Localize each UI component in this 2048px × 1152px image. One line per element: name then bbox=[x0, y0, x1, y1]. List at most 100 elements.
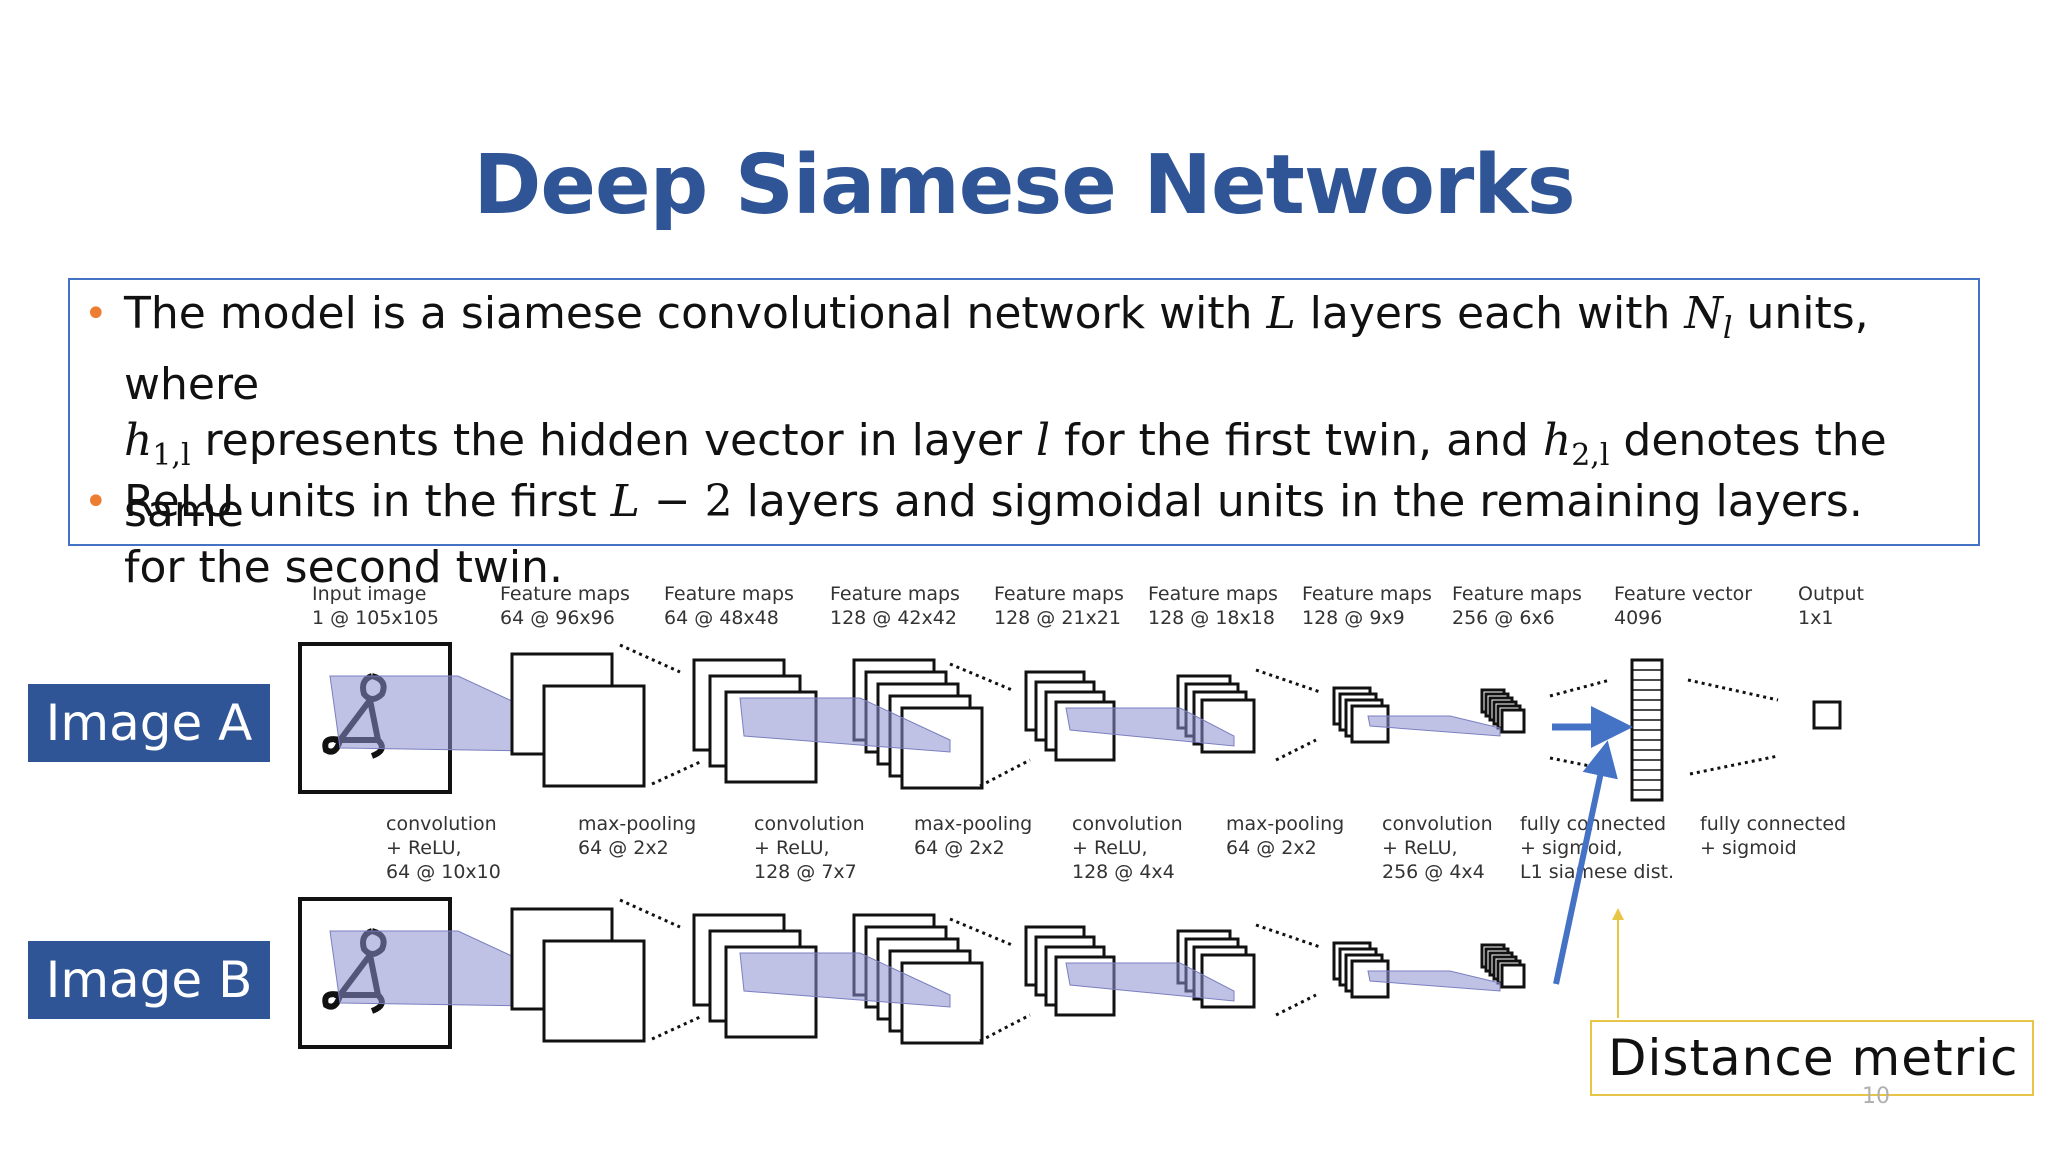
feature-map-6-5 bbox=[1500, 708, 1526, 734]
b1-text-2: layers each with bbox=[1295, 288, 1685, 339]
op-label-2-1: + ReLU, bbox=[754, 837, 830, 859]
dotted-connector-1 bbox=[651, 1015, 701, 1041]
bullet-1: • The model is a siamese convolutional n… bbox=[84, 286, 1964, 596]
top-label-6-0: Feature maps bbox=[1302, 583, 1432, 605]
top-label-7-0: Feature maps bbox=[1452, 583, 1582, 605]
distance-metric-box: Distance metric bbox=[1590, 1020, 2034, 1096]
op-label-8-1: + sigmoid bbox=[1700, 837, 1797, 859]
op-label-5-0: max-pooling bbox=[1226, 813, 1344, 835]
operation-labels: convolution+ ReLU,64 @ 10x10max-pooling6… bbox=[386, 813, 1846, 883]
top-label-0-0: Input image bbox=[312, 583, 426, 605]
op-label-6-1: + ReLU, bbox=[1382, 837, 1458, 859]
feature-map-0-1 bbox=[542, 684, 646, 788]
projection-wedge-2 bbox=[739, 952, 951, 1008]
top-label-5-1: 128 @ 18x18 bbox=[1148, 607, 1275, 629]
op-label-6-0: convolution bbox=[1382, 813, 1493, 835]
dotted-connector-5 bbox=[1275, 738, 1317, 762]
b1-text-4: represents the hidden vector in layer bbox=[190, 414, 1037, 466]
projection-wedge-4 bbox=[1367, 715, 1501, 737]
top-label-6-1: 128 @ 9x9 bbox=[1302, 607, 1405, 629]
top-label-2-0: Feature maps bbox=[664, 583, 794, 605]
feature-map-0-1 bbox=[542, 939, 646, 1043]
projection-wedge-3 bbox=[1065, 707, 1235, 747]
math-h2-sub: 2,l bbox=[1571, 437, 1610, 473]
math-h1: h bbox=[124, 414, 153, 466]
top-label-0-1: 1 @ 105x105 bbox=[312, 607, 439, 629]
op-label-6-2: 256 @ 4x4 bbox=[1382, 861, 1485, 883]
op-label-7-1: + sigmoid, bbox=[1520, 837, 1623, 859]
bullet-2: • ReLU units in the first L − 2 layers a… bbox=[84, 474, 1964, 530]
fc-dotted-connector-3 bbox=[1689, 754, 1779, 776]
b2-text-1: ReLU units in the first bbox=[124, 476, 611, 527]
output-unit bbox=[1812, 700, 1842, 730]
network-b bbox=[298, 897, 1526, 1049]
image-b-label: Image B bbox=[28, 941, 270, 1019]
slide-title: Deep Siamese Networks bbox=[473, 138, 1575, 233]
math-L2: L bbox=[610, 476, 640, 527]
fc-dotted-connector-0 bbox=[1549, 678, 1611, 698]
top-label-3-0: Feature maps bbox=[830, 583, 960, 605]
math-h1-sub: 1,l bbox=[152, 437, 191, 473]
b1-text-5: for the first twin, and bbox=[1050, 414, 1543, 466]
math-N-sub: l bbox=[1722, 310, 1733, 346]
b1-text-1: The model is a siamese convolutional net… bbox=[124, 288, 1267, 339]
math-h2: h bbox=[1542, 414, 1572, 466]
dotted-connector-0 bbox=[619, 898, 681, 929]
top-label-8-0: Feature vector bbox=[1614, 583, 1752, 605]
op-label-0-0: convolution bbox=[386, 813, 497, 835]
math-minus-2: − 2 bbox=[639, 476, 733, 527]
b2-text-2: layers and sigmoidal units in the remain… bbox=[732, 476, 1863, 527]
feature-map-6-5 bbox=[1500, 963, 1526, 989]
top-label-4-0: Feature maps bbox=[994, 583, 1124, 605]
op-label-8-0: fully connected bbox=[1700, 813, 1846, 835]
op-label-4-0: convolution bbox=[1072, 813, 1183, 835]
dotted-connector-4 bbox=[1255, 668, 1321, 694]
op-label-3-1: 64 @ 2x2 bbox=[914, 837, 1005, 859]
dotted-connector-2 bbox=[949, 917, 1013, 947]
math-l: l bbox=[1036, 414, 1051, 466]
b1-text-3: units, where bbox=[124, 288, 1869, 410]
projection-wedge-4 bbox=[1367, 970, 1501, 992]
b1-text-7: for the second twin. bbox=[124, 541, 563, 593]
math-L: L bbox=[1266, 288, 1296, 339]
top-label-1-1: 64 @ 96x96 bbox=[500, 607, 615, 629]
dotted-connector-3 bbox=[979, 758, 1031, 788]
op-label-0-2: 64 @ 10x10 bbox=[386, 861, 501, 883]
op-label-0-1: + ReLU, bbox=[386, 837, 462, 859]
page-number: 10 bbox=[1862, 1084, 1890, 1109]
top-label-2-1: 64 @ 48x48 bbox=[664, 607, 779, 629]
projection-wedge-3 bbox=[1065, 962, 1235, 1002]
op-label-1-1: 64 @ 2x2 bbox=[578, 837, 669, 859]
op-label-1-0: max-pooling bbox=[578, 813, 696, 835]
top-label-5-0: Feature maps bbox=[1148, 583, 1278, 605]
bullet-dot-icon: • bbox=[84, 291, 108, 337]
op-label-4-2: 128 @ 4x4 bbox=[1072, 861, 1175, 883]
image-a-label: Image A bbox=[28, 684, 270, 762]
op-label-2-2: 128 @ 7x7 bbox=[754, 861, 857, 883]
top-label-8-1: 4096 bbox=[1614, 607, 1662, 629]
dotted-connector-2 bbox=[949, 662, 1013, 692]
op-label-2-0: convolution bbox=[754, 813, 865, 835]
dotted-connector-1 bbox=[651, 760, 701, 786]
math-N: N bbox=[1684, 288, 1723, 339]
bullet-box: • The model is a siamese convolutional n… bbox=[68, 278, 1980, 593]
dotted-connector-0 bbox=[619, 643, 681, 674]
dotted-connector-5 bbox=[1275, 993, 1317, 1017]
top-label-3-1: 128 @ 42x42 bbox=[830, 607, 957, 629]
top-label-9-1: 1x1 bbox=[1798, 607, 1833, 629]
op-label-4-1: + ReLU, bbox=[1072, 837, 1148, 859]
b1-text-6: denotes the same bbox=[124, 414, 1887, 537]
op-label-3-0: max-pooling bbox=[914, 813, 1032, 835]
top-label-9-0: Output bbox=[1798, 583, 1864, 605]
op-label-5-1: 64 @ 2x2 bbox=[1226, 837, 1317, 859]
dotted-connector-4 bbox=[1255, 923, 1321, 949]
bottom-arrow bbox=[1553, 740, 1618, 985]
op-label-7-2: L1 siamese dist. bbox=[1520, 861, 1674, 883]
projection-wedge-2 bbox=[739, 697, 951, 753]
bullet-dot-icon: • bbox=[84, 479, 108, 525]
fully-connected-part bbox=[1549, 658, 1842, 802]
top-label-1-0: Feature maps bbox=[500, 583, 630, 605]
